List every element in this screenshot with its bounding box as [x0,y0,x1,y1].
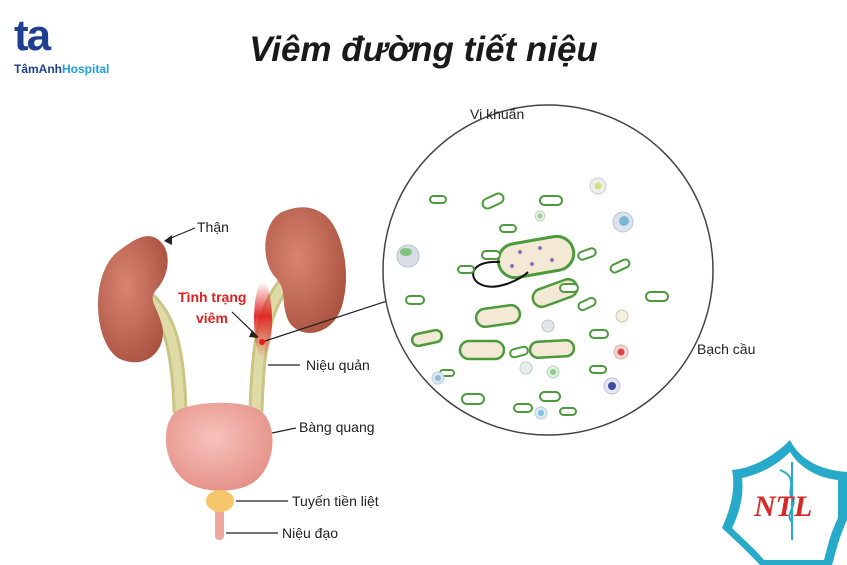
bacterium [577,296,597,312]
bacterium [577,247,597,261]
caduceus-icon [779,462,795,540]
particle [530,262,534,266]
left-kidney [98,236,168,363]
zoom-leader [261,299,391,343]
particle [518,250,522,254]
label-bacteria: Vi khuẩn [470,106,524,122]
particle [510,264,514,268]
bacterium [539,391,561,402]
cell-nucleus [538,410,544,416]
bacterium [429,195,447,204]
large-bacterium [496,234,576,280]
cell-nucleus [608,382,616,390]
bacterium [457,265,475,274]
inflammation-spot [259,339,265,345]
cell-nucleus [617,348,625,356]
ntl-star-inner [732,452,838,560]
watermark-text: NTL [753,490,812,523]
label-kidney: Thận [197,219,229,235]
bacterium [609,258,631,274]
bacterium [474,303,522,329]
label-ureter: Niệu quản [306,357,370,373]
particle [550,258,554,262]
cell-nucleus [400,248,412,256]
cell-nucleus [435,375,441,381]
bacteria-field [396,177,669,420]
bacterium [410,328,444,348]
bacterium [481,192,505,210]
label-urethra: Niệu đạo [282,525,338,541]
hospital-logo-name-part1: TâmAnh [14,62,62,76]
ntl-watermark-logo: NTL [722,440,847,565]
bacterium [645,291,669,302]
cell-nucleus [550,369,556,375]
bacterium [405,295,425,305]
bacterium [589,329,609,339]
left-ureter-inner [145,295,185,415]
flagellum [472,260,529,288]
cell [541,319,555,333]
hospital-logo-name: TâmAnhHospital [14,62,109,76]
bacterium [513,403,533,413]
label-inflammation-line2: viêm [196,310,228,326]
bacterium [528,339,576,359]
bacterium [499,224,517,233]
label-prostate: Tuyến tiền liệt [292,493,379,509]
bacterium [509,345,529,359]
bladder-leader [271,427,297,434]
right-kidney [265,207,347,333]
cell-nucleus [537,213,543,219]
bladder [165,402,273,491]
kidney-leader-arrow [164,235,172,245]
label-bladder: Bàng quang [299,419,375,435]
bacterium [589,365,607,374]
cell [519,361,533,375]
prostate [206,490,234,512]
hospital-logo-name-part2: Hospital [62,62,110,76]
particle [538,246,542,250]
page-title: Viêm đường tiết niệu [249,30,598,69]
inflammation-leader-arrow [249,330,258,338]
bacterium [458,339,506,361]
label-inflammation-line1: Tình trạng [178,289,246,305]
cell-nucleus [594,182,602,190]
bacterium [559,283,579,293]
bacterium [559,407,577,416]
bacterium [539,195,563,206]
inflammation-area [254,282,272,358]
label-white-blood-cells: Bạch cầu [697,341,755,357]
bacterium [461,393,485,405]
hospital-logo-mark: ta [14,11,51,60]
bacterium [481,250,501,260]
cell [615,309,629,323]
cell-nucleus [619,216,629,226]
